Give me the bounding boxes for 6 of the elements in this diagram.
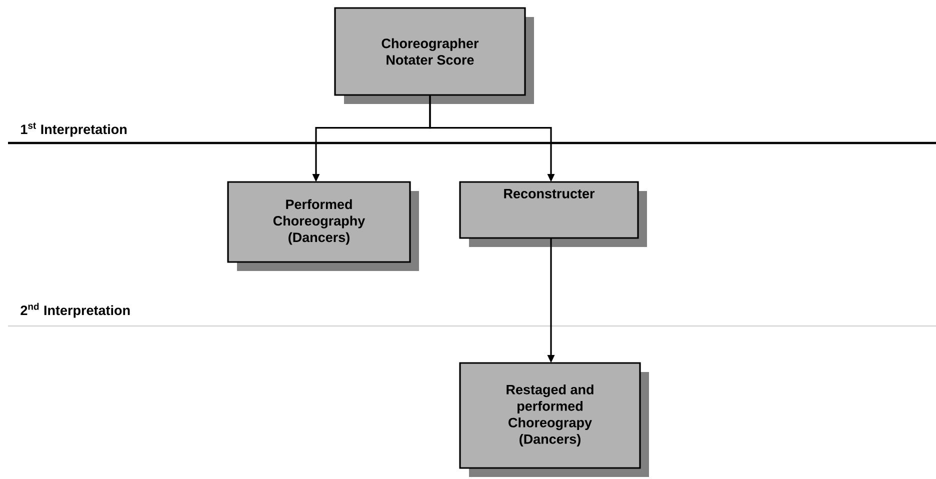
process-box: Performed Choreography (Dancers) <box>227 181 419 271</box>
interpretation-label: 1$^{st}$ Interpretation <box>21 122 127 137</box>
process-box: Choreographer Notater Score <box>334 7 534 104</box>
interpretation-label: 2$^{nd}$ Interpretation <box>20 302 130 318</box>
process-box: Restaged and performed Choreograpy (Dancers) <box>459 362 649 477</box>
process-box: Reconstructer <box>459 181 647 247</box>
